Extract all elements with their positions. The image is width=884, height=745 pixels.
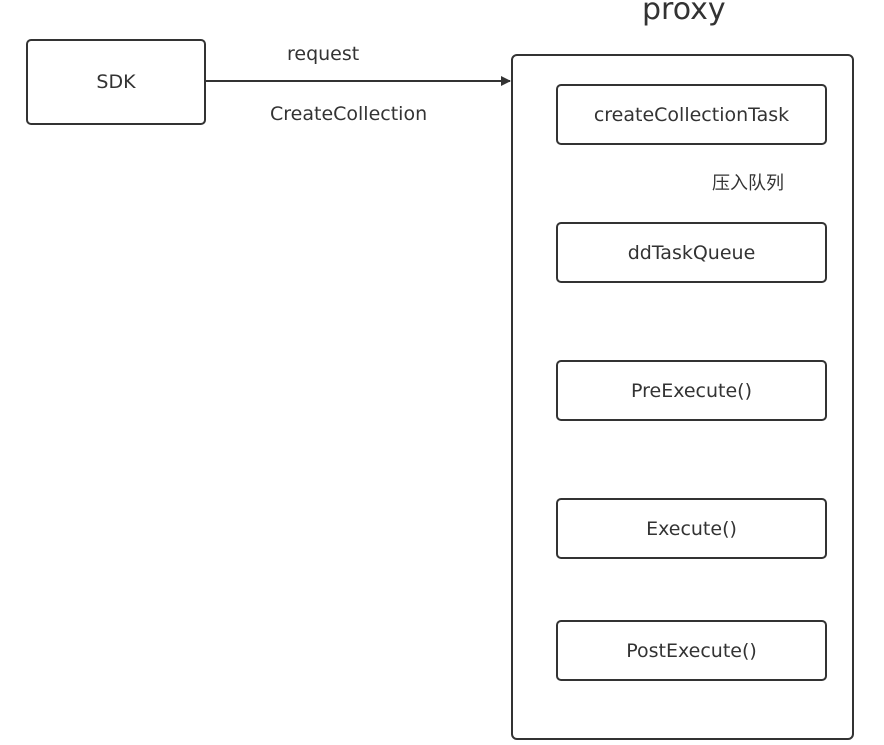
request-label: request (287, 43, 360, 65)
step-dd-task-queue: ddTaskQueue (556, 222, 827, 283)
create-collection-label: CreateCollection (270, 103, 428, 125)
step-label: ddTaskQueue (627, 241, 756, 264)
step-post-execute: PostExecute() (556, 620, 827, 681)
step-label: createCollectionTask (593, 103, 790, 126)
proxy-title: proxy (642, 0, 726, 27)
step-create-collection-task: createCollectionTask (556, 84, 827, 145)
step-execute: Execute() (556, 498, 827, 559)
step-label: PostExecute() (626, 639, 757, 662)
step-pre-execute: PreExecute() (556, 360, 827, 421)
enqueue-label: 压入队列 (712, 173, 784, 194)
step-label: Execute() (646, 517, 737, 540)
sdk-label: SDK (96, 71, 136, 93)
sdk-box: SDK (26, 39, 206, 125)
step-label: PreExecute() (630, 379, 752, 402)
